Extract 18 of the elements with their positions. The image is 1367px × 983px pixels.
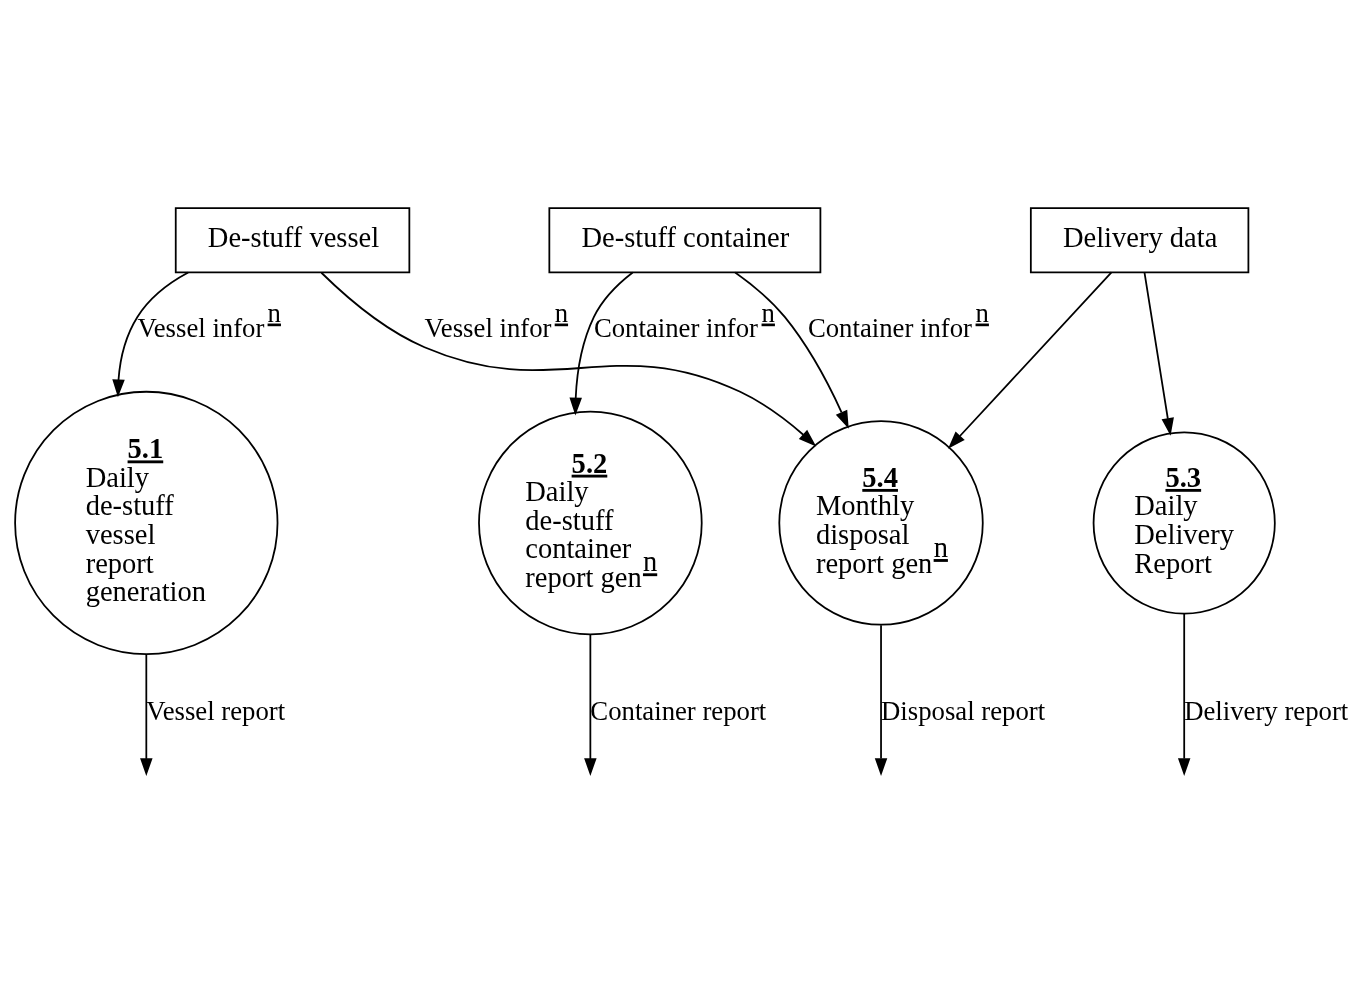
arrow — [734, 271, 849, 429]
node-box: Delivery data — [1029, 207, 1250, 274]
node-circle: 5.3 Daily Delivery Report — [1092, 431, 1276, 615]
edge-label: Vessel report — [146, 696, 286, 727]
arrow — [112, 271, 190, 398]
arrow — [1177, 613, 1191, 777]
arrow — [569, 271, 634, 416]
arrow — [874, 624, 888, 777]
node-circle: 5.1 Daily de-stuff vessel report generation — [14, 390, 279, 656]
edge-label: Delivery report — [1184, 696, 1349, 727]
node-box: De-stuff container — [548, 207, 822, 274]
arrow — [584, 633, 597, 777]
arrow — [320, 271, 817, 447]
arrow — [948, 271, 1113, 449]
arrow — [140, 653, 153, 777]
edge-label: Container report — [590, 696, 767, 727]
node-box: De-stuff vessel — [174, 207, 411, 274]
arrow — [1143, 271, 1174, 436]
